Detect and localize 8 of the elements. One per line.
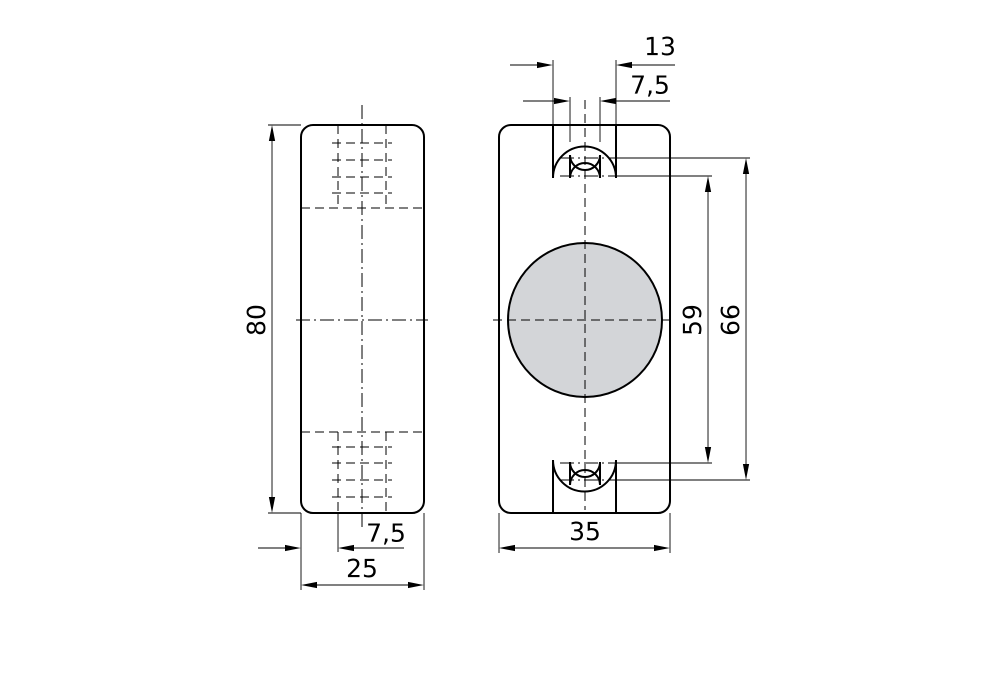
dimension-label: 25 [348, 558, 376, 578]
dimension-label: 7,5 [368, 523, 404, 545]
dimension-label: 80 [246, 306, 266, 334]
dimension-label: 7,5 [632, 75, 668, 97]
dimension-label: 66 [720, 306, 740, 334]
dimension-label: 35 [571, 522, 599, 540]
dimension-label: 59 [682, 306, 702, 334]
dimension-label: 13 [646, 36, 674, 56]
